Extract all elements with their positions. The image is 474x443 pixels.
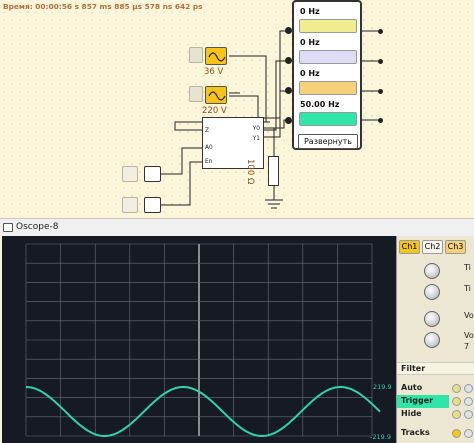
- auto-led-2[interactable]: [464, 384, 473, 393]
- meter-input-pin-3[interactable]: [285, 87, 292, 94]
- freq-value-2: 0 Hz: [300, 38, 320, 47]
- oscilloscope-screen[interactable]: 219.9 -219.9: [2, 236, 398, 443]
- freq-value-1: 0 Hz: [300, 7, 320, 16]
- volt-knob-2[interactable]: [424, 332, 440, 348]
- meter-input-pin-4[interactable]: [285, 117, 292, 124]
- freq-value-3: 0 Hz: [300, 69, 320, 78]
- time-knob-2[interactable]: [424, 284, 440, 300]
- volt-value: 7: [464, 342, 470, 351]
- hide-row[interactable]: Hide: [397, 408, 474, 421]
- expand-button[interactable]: Развернуть: [298, 134, 358, 149]
- tracks-led-2[interactable]: [464, 429, 473, 438]
- circuit-wires: [160, 30, 378, 209]
- sine-wave-icon: [208, 52, 226, 62]
- hide-label: Hide: [401, 409, 422, 418]
- pin-z: Z: [205, 128, 209, 134]
- freq-bar-3: [299, 81, 357, 95]
- pin-y1: Y1: [252, 136, 260, 142]
- switch-en[interactable]: [144, 197, 161, 213]
- hide-led[interactable]: [452, 410, 461, 419]
- scale-top-label: 219.9: [373, 383, 392, 391]
- auto-row[interactable]: Auto: [397, 382, 474, 395]
- sine-wave-icon: [208, 91, 226, 101]
- freq-bar-4: [299, 112, 357, 126]
- meter-input-pin-1[interactable]: [285, 27, 292, 34]
- oscilloscope-grid: [25, 243, 373, 437]
- switch-a0[interactable]: [144, 166, 161, 182]
- tracks-row[interactable]: Tracks: [397, 427, 474, 440]
- volt-label-2: Vo: [464, 331, 474, 340]
- auto-led[interactable]: [452, 384, 461, 393]
- tracks-label: Tracks: [401, 428, 430, 437]
- freq-bar-1: [299, 19, 357, 33]
- trigger-led[interactable]: [452, 397, 461, 406]
- meter-output-pin-1[interactable]: [378, 29, 383, 34]
- auto-label: Auto: [401, 383, 423, 392]
- meter-output-pin-3[interactable]: [378, 89, 383, 94]
- frequency-meter: 0 Hz 0 Hz 0 Hz 50.00 Hz Развернуть: [292, 0, 362, 150]
- trigger-row[interactable]: Trigger: [397, 395, 449, 408]
- meter-output-pin-2[interactable]: [378, 59, 383, 64]
- pin-y0: Y0: [252, 126, 260, 132]
- ac-source-36v[interactable]: [205, 47, 227, 65]
- freq-value-4: 50.00 Hz: [300, 100, 340, 109]
- pin-en: En: [205, 159, 213, 165]
- oscilloscope-icon: [3, 223, 13, 232]
- source-label-220v: 220 V: [202, 106, 227, 116]
- scale-bottom-label: -219.9: [370, 433, 391, 441]
- freq-bar-2: [299, 50, 357, 64]
- trigger-led-2[interactable]: [464, 397, 473, 406]
- switch-en-toggle[interactable]: [122, 197, 138, 213]
- oscilloscope-titlebar[interactable]: Oscope-8: [0, 218, 474, 236]
- source-toggle-220v[interactable]: [189, 86, 203, 102]
- source-toggle-36v[interactable]: [189, 47, 203, 63]
- oscilloscope-trace: [25, 386, 381, 438]
- volt-knob-1[interactable]: [424, 311, 440, 327]
- tab-ch3[interactable]: Ch3: [445, 240, 466, 254]
- time-label-2: Ti: [464, 284, 471, 293]
- volt-label-1: Vo: [464, 311, 474, 320]
- meter-output-pin-4[interactable]: [378, 118, 383, 123]
- tracks-led[interactable]: [452, 429, 461, 438]
- oscilloscope-controls: Ch1 Ch2 Ch3 Ti Ti Vo Vo 7 Filter Auto Tr…: [396, 236, 474, 443]
- time-knob-1[interactable]: [424, 263, 440, 279]
- ac-source-220v[interactable]: [205, 86, 227, 104]
- filter-row[interactable]: Filter: [397, 362, 474, 375]
- time-label-1: Ti: [464, 263, 471, 272]
- trigger-label: Trigger: [401, 396, 434, 405]
- hide-led-2[interactable]: [464, 410, 473, 419]
- tab-ch2[interactable]: Ch2: [422, 240, 443, 254]
- pin-a0: A0: [205, 145, 213, 151]
- oscilloscope-plot: [25, 243, 381, 438]
- filter-label: Filter: [401, 364, 426, 373]
- resistor[interactable]: [268, 156, 279, 186]
- meter-input-pin-2[interactable]: [285, 57, 292, 64]
- multiplexer-chip[interactable]: Z Y0 Y1 A0 En: [202, 117, 264, 169]
- circuit-canvas[interactable]: Время: 00:00:56 s 857 ms 885 µs 578 ns 6…: [0, 0, 474, 215]
- switch-a0-toggle[interactable]: [122, 166, 138, 182]
- resistor-label: 100 Ω: [245, 159, 255, 185]
- simulation-time: Время: 00:00:56 s 857 ms 885 µs 578 ns 6…: [3, 2, 203, 11]
- source-label-36v: 36 V: [204, 67, 224, 77]
- tab-ch1[interactable]: Ch1: [399, 240, 420, 254]
- oscilloscope-title: Oscope-8: [16, 222, 59, 232]
